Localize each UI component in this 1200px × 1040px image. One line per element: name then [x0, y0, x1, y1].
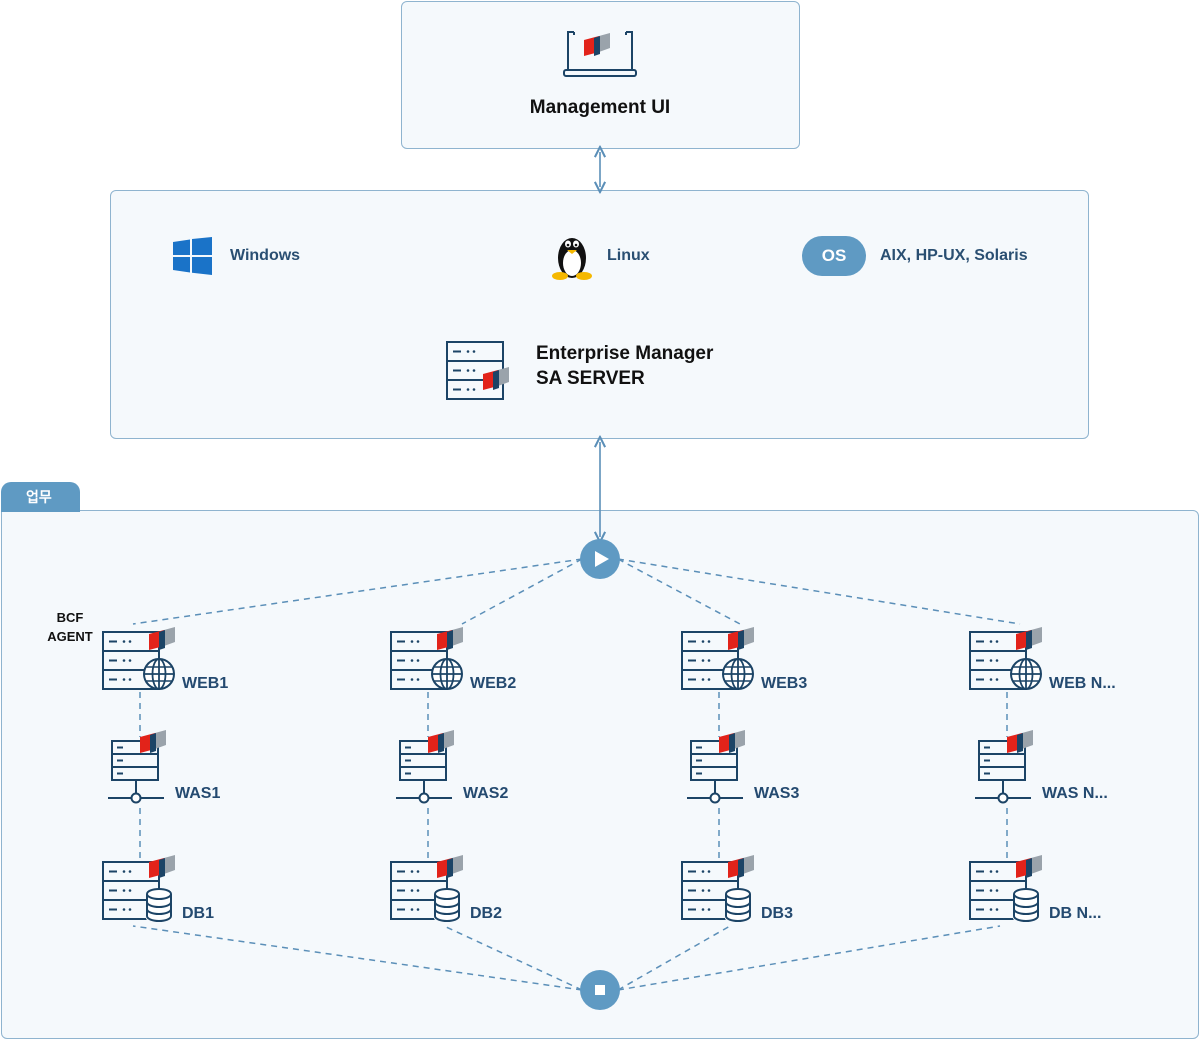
web-server-icon [969, 627, 1042, 690]
hub-link-bottom-1 [132, 925, 583, 991]
was-node-label: WAS N... [1042, 785, 1108, 802]
was-server-icon [108, 730, 166, 804]
web-node-label: WEB3 [761, 675, 808, 692]
was-server-icon [687, 730, 745, 804]
bcf-agent-label: BCF AGENT [44, 608, 96, 646]
enterprise-manager-panel [110, 190, 1089, 439]
was-server-icon [975, 730, 1033, 804]
platform-windows-label: Windows [230, 247, 301, 264]
enterprise-server-icon [446, 341, 509, 400]
enterprise-manager-title: Enterprise Manager SA SERVER [536, 341, 713, 391]
laptop-icon [563, 31, 637, 77]
hub-link-top-1 [132, 558, 583, 625]
play-hub [580, 539, 620, 579]
web-node-label: WEB N... [1049, 675, 1116, 692]
globe-icon [1010, 658, 1042, 690]
enterprise-manager-line1: Enterprise Manager [536, 343, 714, 364]
db-server-icon [102, 855, 175, 922]
globe-icon [431, 658, 463, 690]
hub-link-top-4 [617, 558, 1021, 625]
web-node-label: WEB1 [182, 675, 229, 692]
workgroup-tab[interactable]: 업무 [1, 482, 80, 512]
bcf-agent-line2: AGENT [47, 629, 93, 644]
database-icon [433, 888, 461, 922]
os-badge: OS [802, 236, 866, 276]
db-node-label: DB3 [761, 905, 794, 922]
management-ui-label: Management UI [529, 97, 671, 118]
database-icon [724, 888, 752, 922]
stop-hub [580, 970, 620, 1010]
db-node-label: DB N... [1049, 905, 1102, 922]
platform-linux-label: Linux [607, 247, 650, 264]
globe-icon [722, 658, 754, 690]
platform-unix-label: AIX, HP-UX, Solaris [880, 247, 1028, 264]
linux-tux-icon [552, 238, 592, 280]
database-icon [145, 888, 173, 922]
globe-icon [143, 658, 175, 690]
hub-link-top-2 [461, 558, 583, 625]
hub-link-top-3 [617, 558, 741, 625]
web-server-icon [390, 627, 463, 690]
web-server-icon [102, 627, 175, 690]
hub-link-bottom-4 [617, 925, 1001, 991]
db-server-icon [681, 855, 754, 922]
workgroup-panel [1, 510, 1199, 1039]
web-server-icon [681, 627, 754, 690]
db-server-icon [390, 855, 463, 922]
was-node-label: WAS3 [754, 785, 800, 802]
db-server-icon [969, 855, 1042, 922]
db-node-label: DB2 [470, 905, 503, 922]
windows-icon [173, 237, 212, 275]
db-node-label: DB1 [182, 905, 215, 922]
enterprise-manager-line2: SA SERVER [536, 368, 645, 389]
was-server-icon [396, 730, 454, 804]
was-node-label: WAS2 [463, 785, 509, 802]
database-icon [1012, 888, 1040, 922]
hub-link-bottom-2 [443, 925, 583, 991]
was-node-label: WAS1 [175, 785, 221, 802]
web-node-label: WEB2 [470, 675, 517, 692]
bcf-agent-line1: BCF [56, 610, 84, 625]
